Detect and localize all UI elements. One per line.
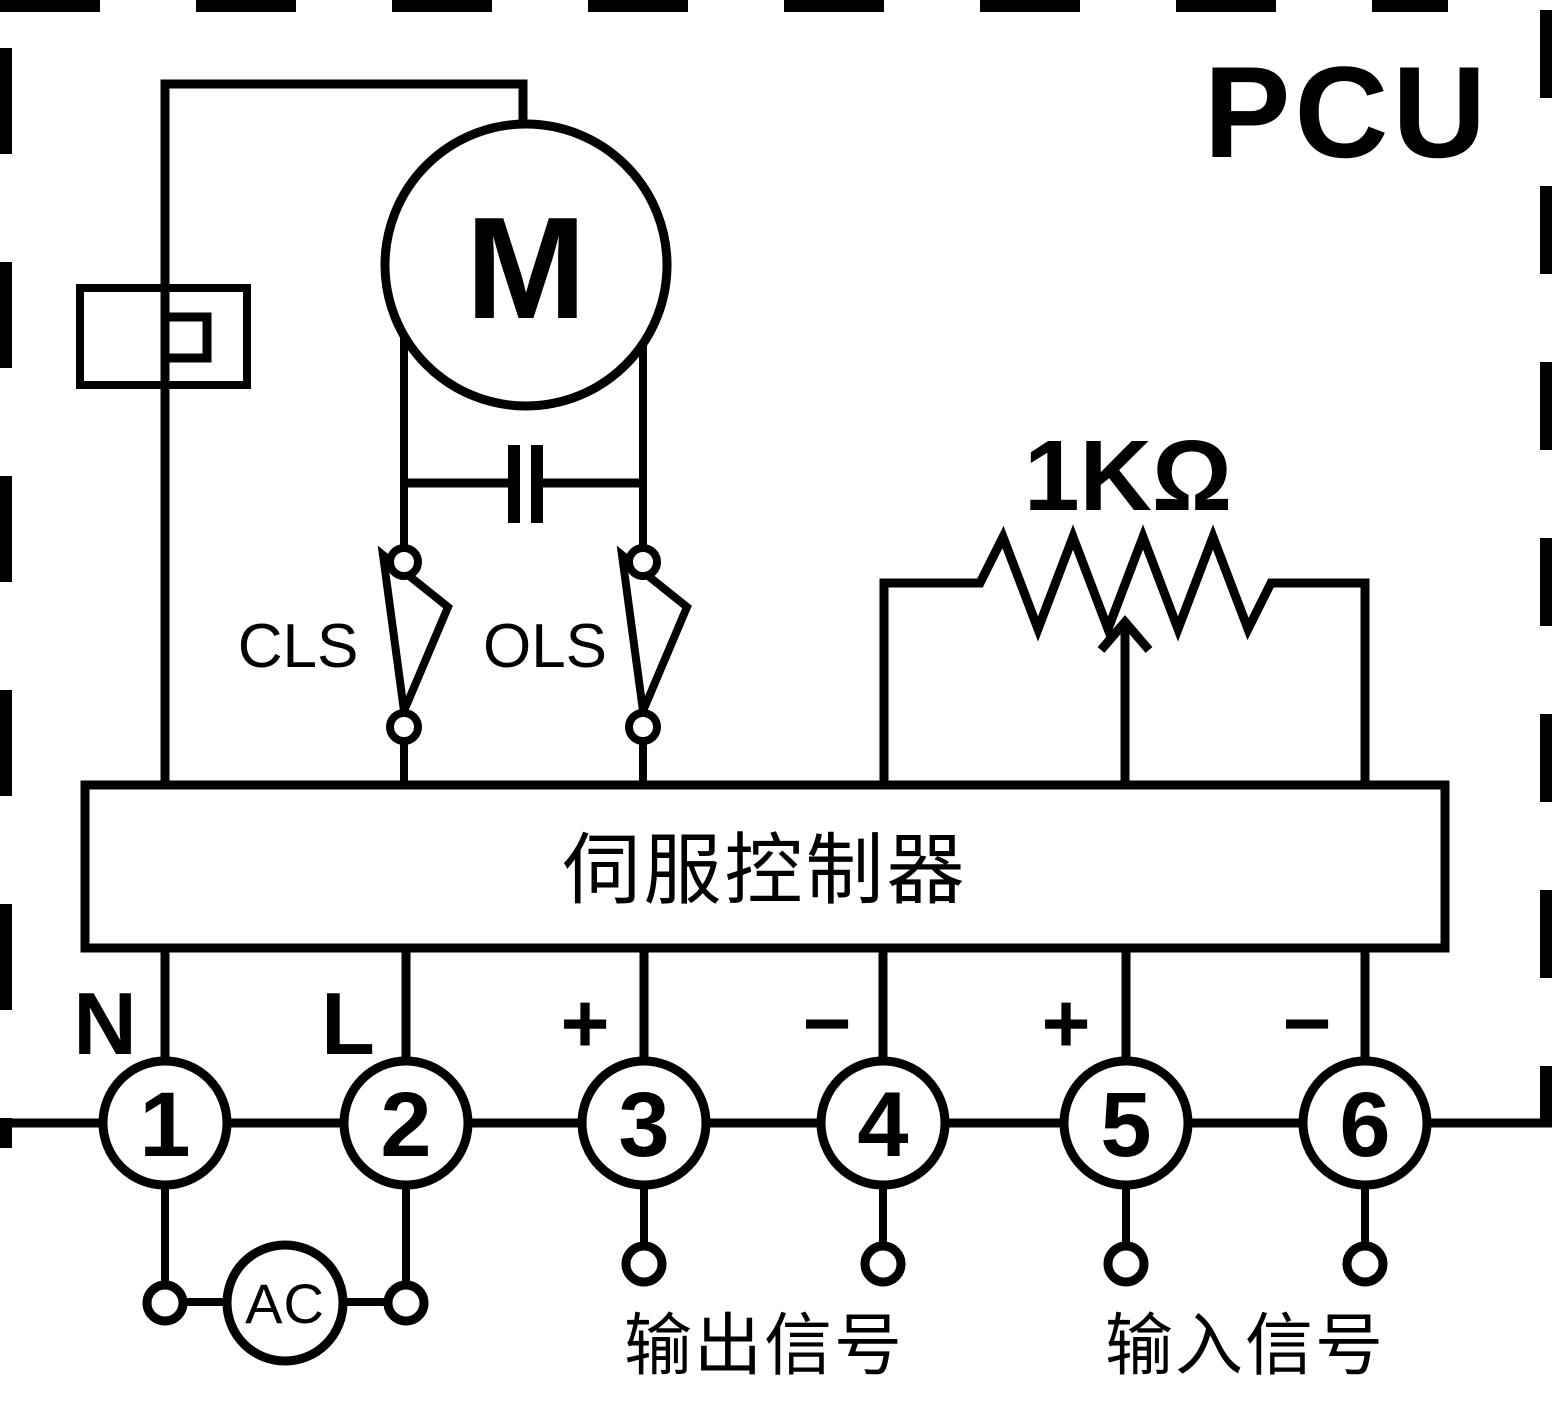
- terminal-4-label: −: [802, 976, 851, 1070]
- ols-limit-switch: [616, 544, 692, 789]
- output-signal-label: 输出信号: [624, 1308, 904, 1384]
- input-plus-dot: [1103, 1241, 1149, 1287]
- motor-label: M: [466, 187, 587, 349]
- output-plus-dot: [621, 1241, 667, 1287]
- cls-limit-switch: [377, 544, 453, 789]
- connector-hook-icon: [165, 312, 212, 363]
- ols-switch-top-contact: [625, 544, 661, 580]
- terminal-2-number: 2: [380, 1074, 431, 1176]
- output-minus-dot: [860, 1241, 906, 1287]
- ac-source-label: AC: [245, 1272, 325, 1335]
- ac-source-branch: AC: [142, 1185, 429, 1366]
- pcu-title: PCU: [1204, 39, 1490, 185]
- terminal-1-label: N: [73, 974, 137, 1073]
- terminal-4-number: 4: [857, 1074, 908, 1176]
- ols-switch-bottom-contact: [625, 709, 661, 745]
- connector-symbol: [76, 284, 251, 389]
- ac-right-terminal-dot: [383, 1280, 429, 1326]
- cls-switch-bottom-contact: [386, 709, 422, 745]
- ac-source-circle: [222, 1240, 348, 1366]
- terminal-5-label: +: [1041, 976, 1090, 1070]
- ols-label: OLS: [483, 612, 607, 681]
- input-signal-label: 输入信号: [1105, 1308, 1385, 1384]
- terminal-3-label: +: [560, 976, 609, 1070]
- terminal-5-number: 5: [1100, 1074, 1151, 1176]
- ols-switch-blade-icon: [616, 545, 692, 727]
- cls-switch-blade-icon: [377, 545, 453, 727]
- cls-switch-top-contact: [386, 544, 422, 580]
- terminal-3-number: 3: [618, 1074, 669, 1176]
- wiper-arrow-icon: [1097, 615, 1153, 653]
- terminal-2-label: L: [321, 974, 375, 1073]
- cls-label: CLS: [238, 612, 359, 681]
- input-minus-dot: [1342, 1241, 1388, 1287]
- potentiometer-symbol: [879, 524, 1370, 789]
- terminal-6-number: 6: [1339, 1074, 1390, 1176]
- servo-controller-box: [80, 780, 1450, 953]
- ac-left-terminal-dot: [142, 1280, 188, 1326]
- motor-feed-wire: [160, 79, 528, 789]
- servo-controller-label: 伺服控制器: [562, 826, 967, 914]
- terminal-6-label: −: [1282, 976, 1331, 1070]
- motor-circle: [380, 119, 672, 411]
- resistance-value-label: 1KΩ: [1024, 420, 1232, 532]
- terminal-1-number: 1: [139, 1074, 190, 1176]
- resistor-zigzag-icon: [879, 524, 1370, 789]
